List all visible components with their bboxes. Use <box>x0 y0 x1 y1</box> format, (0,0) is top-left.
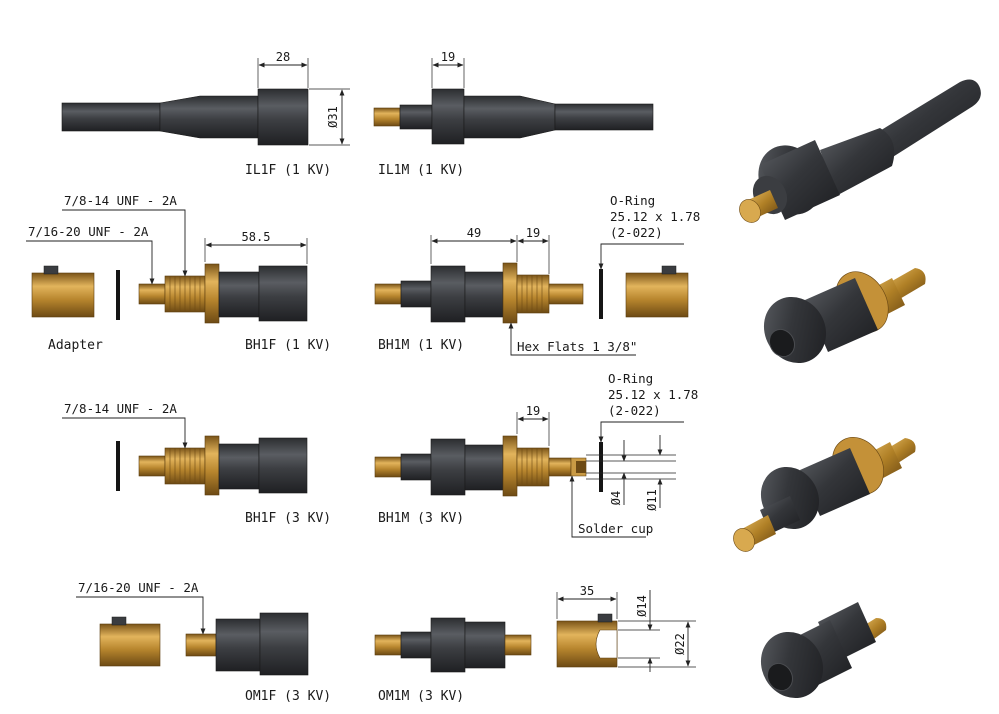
hex-flats-callout: Hex Flats 1 3/8" <box>508 322 637 356</box>
solder-d11-label: Ø11 <box>645 489 659 511</box>
il1m-3d-render <box>739 79 981 223</box>
oring-1-code: (2-022) <box>610 225 663 240</box>
oring-right-3kv <box>599 442 603 492</box>
oring-1-size: 25.12 x 1.78 <box>610 209 700 224</box>
bh1f-3d-render <box>763 268 926 364</box>
oring-2-size: 25.12 x 1.78 <box>608 387 698 402</box>
oring-1-callout: O-Ring 25.12 x 1.78 (2-022) <box>598 193 700 270</box>
solder-cup-diameter-dimensions: Ø4 Ø11 <box>586 435 676 511</box>
oring-2-code: (2-022) <box>608 403 661 418</box>
bh1m-3kv-length-label: 19 <box>526 404 540 418</box>
oring-left-1kv <box>116 270 120 320</box>
solder-cup-callout: Solder cup <box>569 475 653 538</box>
bh1m-1kv-connector <box>374 262 584 324</box>
bh1m-3kv-connector <box>374 435 587 497</box>
il1f-diameter-dimension: Ø31 <box>309 88 350 146</box>
solder-cup-label: Solder cup <box>578 521 653 536</box>
thread-78-b-label: 7/8-14 UNF - 2A <box>64 401 177 416</box>
bh1f-1kv-caption: BH1F (1 KV) <box>245 338 331 353</box>
om-d22-label: Ø22 <box>673 633 687 655</box>
il1f-connector <box>61 88 309 146</box>
bh1m-1kv-length49-label: 49 <box>467 226 481 240</box>
thread-716-callout: 7/16-20 UNF - 2A <box>26 224 155 285</box>
bh1m-1kv-length19-label: 19 <box>526 226 540 240</box>
bh1m-3d-render <box>733 437 916 552</box>
il1m-length-dimension: 19 <box>431 50 465 88</box>
bh1m-1kv-caption: BH1M (1 KV) <box>378 338 464 353</box>
bh1m-1kv-length49-dimension: 49 <box>430 226 518 264</box>
il1f-diameter-label: Ø31 <box>326 106 340 128</box>
oring-2-callout: O-Ring 25.12 x 1.78 (2-022) <box>598 371 698 443</box>
om1f-adapter-part <box>99 616 161 667</box>
bh1f-1kv-length-dimension: 58.5 <box>204 230 308 264</box>
bh1f-1kv-length-label: 58.5 <box>242 230 271 244</box>
thread-78-label: 7/8-14 UNF - 2A <box>64 193 177 208</box>
il1f-length-dimension: 28 <box>257 50 309 88</box>
bh1m-1kv-length19-dimension: 19 <box>517 226 550 274</box>
il1m-length-label: 19 <box>441 50 455 64</box>
il1m-caption: IL1M (1 KV) <box>378 163 464 178</box>
om-length-label: 35 <box>580 584 594 598</box>
bh1f-3kv-caption: BH1F (3 KV) <box>245 511 331 526</box>
bh1f-1kv-connector <box>138 263 308 324</box>
adapter-right-part <box>625 265 689 318</box>
oring-1-title: O-Ring <box>610 193 655 208</box>
bh1m-3kv-caption: BH1M (3 KV) <box>378 511 464 526</box>
om-adapter-section <box>556 613 618 668</box>
il1f-caption: IL1F (1 KV) <box>245 163 331 178</box>
thread-78-callout: 7/8-14 UNF - 2A <box>62 193 188 277</box>
thread-716-b-label: 7/16-20 UNF - 2A <box>78 580 199 595</box>
solder-d4-label: Ø4 <box>609 491 623 505</box>
oring-left-3kv <box>116 441 120 491</box>
om-diameter-dimensions: Ø14 Ø22 <box>618 590 696 672</box>
il1f-length-label: 28 <box>276 50 290 64</box>
om1m-connector <box>374 617 532 673</box>
bh1f-3kv-connector <box>138 435 308 496</box>
om1f-connector <box>185 612 309 676</box>
thread-78-b-callout: 7/8-14 UNF - 2A <box>62 401 188 449</box>
oring-2-title: O-Ring <box>608 371 653 386</box>
oring-right-1kv <box>599 269 603 319</box>
om-length-dimension: 35 <box>556 584 618 619</box>
thread-716-b-callout: 7/16-20 UNF - 2A <box>76 580 206 635</box>
adapter-part <box>31 265 95 318</box>
thread-716-label: 7/16-20 UNF - 2A <box>28 224 149 239</box>
hex-flats-label: Hex Flats 1 3/8" <box>517 339 637 354</box>
adapter-caption: Adapter <box>48 338 103 353</box>
om1f-caption: OM1F (3 KV) <box>245 689 331 704</box>
om1m-caption: OM1M (3 KV) <box>378 689 464 704</box>
bh1m-3kv-length-dimension: 19 <box>516 404 550 446</box>
il1m-connector <box>373 88 654 145</box>
om1f-3d-render <box>760 602 887 699</box>
om-d14-label: Ø14 <box>635 595 649 617</box>
